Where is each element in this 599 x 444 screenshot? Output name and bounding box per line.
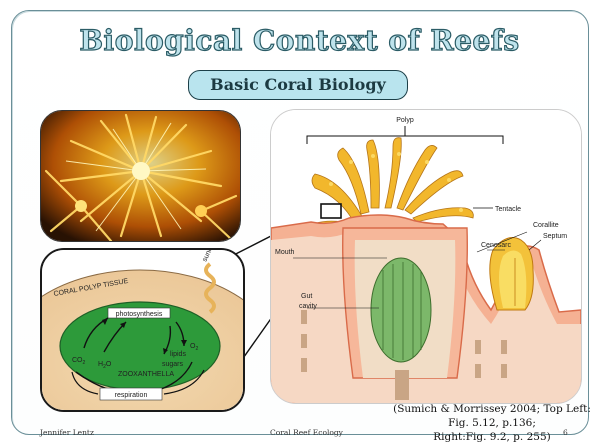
respiration-label: respiration: [115, 392, 148, 399]
zooxanthella-cycle-diagram: CORAL POLYP TISSUE sunlight photosynthes…: [40, 248, 245, 412]
corallite-label: Corallite: [533, 222, 559, 229]
figure-citation: (Sumich & Morrissey 2004; Top Left: Fig.…: [382, 402, 599, 444]
lipids-label: lipids: [170, 351, 186, 358]
sugars-label: sugars: [162, 361, 184, 368]
citation-line-1: (Sumich & Morrissey 2004; Top Left: Fig.…: [382, 402, 599, 430]
polyp-anatomy-diagram: Polyp Tentacle: [270, 109, 582, 404]
polyp-label: Polyp: [396, 117, 414, 124]
photosynthesis-label: photosynthesis: [116, 311, 163, 318]
footer-author: Jennifer Lentz: [40, 428, 94, 437]
tentacle-label: Tentacle: [495, 206, 521, 213]
coenosarc-label: Cenosarc: [481, 242, 511, 249]
mouth-label: Mouth: [275, 249, 295, 256]
gut-label-line1: Gut: [301, 293, 312, 300]
zooxanthella-label: ZOOXANTHELLA: [118, 371, 174, 378]
gut-label-line2: cavity: [299, 303, 317, 310]
footer-course: Coral Reef Ecology: [270, 428, 343, 437]
footer-page-number: 6: [563, 428, 568, 437]
septum-label: Septum: [543, 233, 567, 240]
